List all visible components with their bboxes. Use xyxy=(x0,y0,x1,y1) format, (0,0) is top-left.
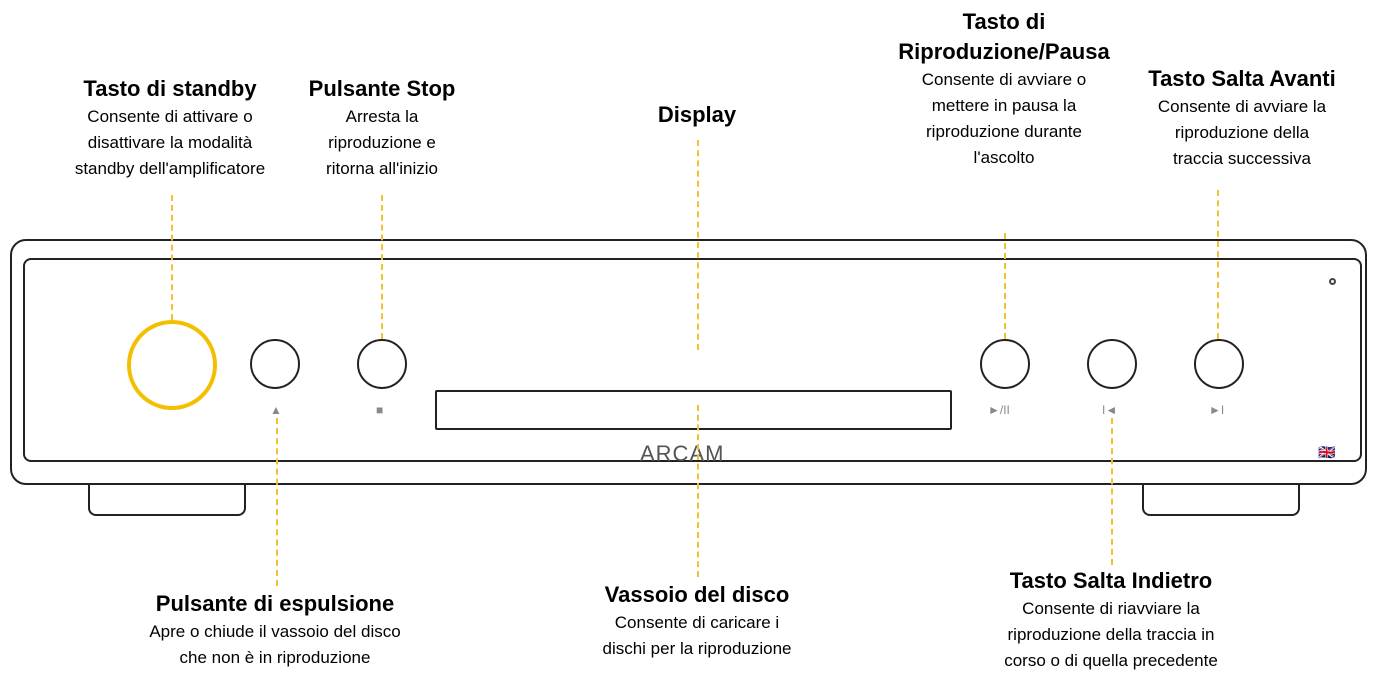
disc-tray[interactable] xyxy=(435,390,952,430)
stop-title: Pulsante Stop xyxy=(308,76,456,101)
leader-play-pause xyxy=(1004,233,1006,339)
stop-desc: Arresta la riproduzione e ritorna all'in… xyxy=(326,107,438,178)
leader-skip-back xyxy=(1111,418,1113,565)
skip-forward-desc: Consente di avviare la riproduzione dell… xyxy=(1157,97,1327,168)
disc-tray-title: Vassoio del disco xyxy=(604,582,790,607)
callout-disc-tray: Vassoio del disco Consente di caricare i… xyxy=(567,580,827,662)
eject-title: Pulsante di espulsione xyxy=(155,591,395,616)
standby-button[interactable] xyxy=(127,320,217,410)
standby-desc: Consente di attivare o disattivare la mo… xyxy=(74,107,266,178)
play-pause-desc: Consente di avviare o mettere in pausa l… xyxy=(921,70,1087,167)
skip-back-title: Tasto Salta Indietro xyxy=(1009,568,1213,593)
skip-forward-title: Tasto Salta Avanti xyxy=(1148,66,1336,91)
callout-skip-back: Tasto Salta Indietro Consente di riavvia… xyxy=(961,566,1261,674)
leader-display xyxy=(697,140,699,350)
eject-icon: ▲ xyxy=(270,403,282,417)
skip-forward-icon: ►I xyxy=(1209,403,1225,417)
standby-title: Tasto di standby xyxy=(83,76,257,101)
callout-standby: Tasto di standby Consente di attivare o … xyxy=(20,74,320,182)
eject-button[interactable] xyxy=(250,339,300,389)
leader-skip-forward xyxy=(1217,190,1219,339)
callout-stop: Pulsante Stop Arresta la riproduzione e … xyxy=(282,74,482,182)
uk-flag-icon: 🇬🇧 xyxy=(1318,444,1336,460)
callout-eject: Pulsante di espulsione Apre o chiude il … xyxy=(110,589,440,671)
stop-button[interactable] xyxy=(357,339,407,389)
play-pause-button[interactable] xyxy=(980,339,1030,389)
callout-play-pause: Tasto di Riproduzione/Pausa Consente di … xyxy=(869,7,1139,171)
front-panel xyxy=(23,258,1362,462)
display-title: Display xyxy=(657,102,737,127)
left-foot xyxy=(88,484,246,516)
disc-tray-desc: Consente di caricare i dischi per la rip… xyxy=(602,613,792,658)
skip-back-desc: Consente di riavviare la riproduzione de… xyxy=(1004,599,1218,670)
eject-desc: Apre o chiude il vassoio del disco che n… xyxy=(149,622,401,667)
status-led xyxy=(1329,278,1336,285)
callout-display: Display xyxy=(597,100,797,130)
play-pause-icon: ►/II xyxy=(988,403,1010,417)
callout-skip-forward: Tasto Salta Avanti Consente di avviare l… xyxy=(1107,64,1377,172)
play-pause-title: Tasto di Riproduzione/Pausa xyxy=(898,9,1110,64)
right-foot xyxy=(1142,484,1300,516)
stop-icon: ■ xyxy=(376,403,384,417)
skip-back-button[interactable] xyxy=(1087,339,1137,389)
brand-logo: ARCAM xyxy=(640,441,725,466)
leader-disc-tray xyxy=(697,405,699,577)
skip-forward-button[interactable] xyxy=(1194,339,1244,389)
leader-eject xyxy=(276,418,278,586)
skip-back-icon: I◄ xyxy=(1102,403,1118,417)
leader-standby xyxy=(171,195,173,320)
leader-stop xyxy=(381,195,383,339)
